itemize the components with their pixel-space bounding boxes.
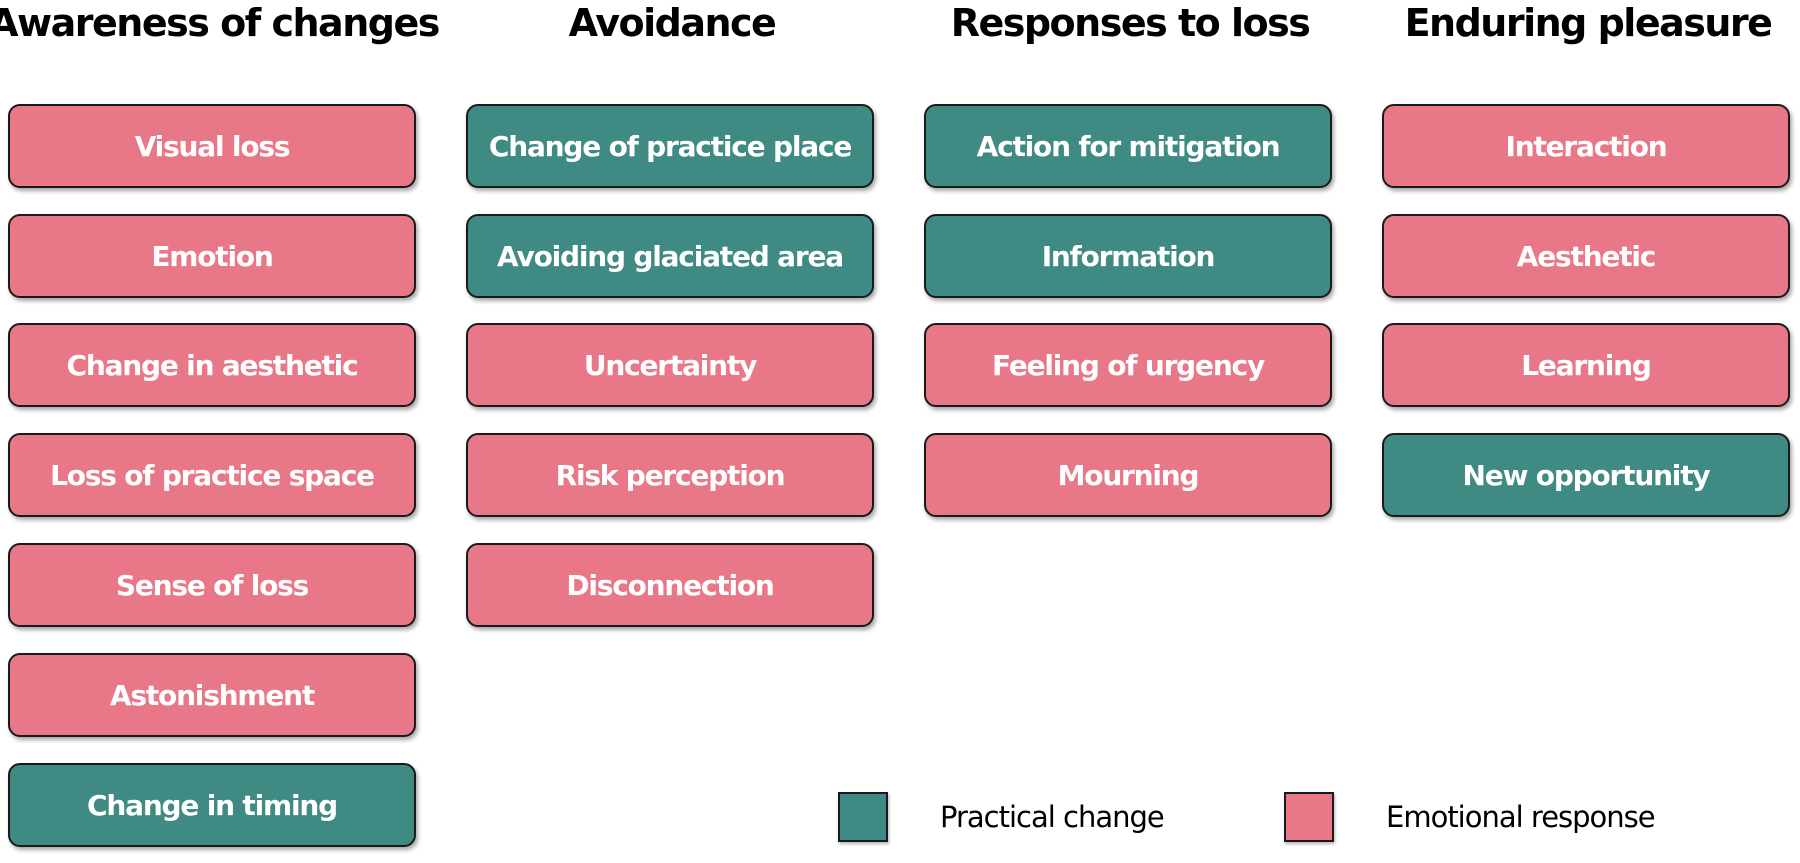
theme-card-label: Mourning xyxy=(1057,458,1200,492)
theme-card: Interaction xyxy=(1382,104,1790,188)
theme-card: Action for mitigation xyxy=(924,104,1332,188)
theme-card: Change in timing xyxy=(8,763,416,847)
theme-card: Emotion xyxy=(8,214,416,298)
theme-card-label: Learning xyxy=(1521,348,1652,382)
theme-card: New opportunity xyxy=(1382,433,1790,517)
theme-card: Learning xyxy=(1382,323,1790,407)
theme-card-label: New opportunity xyxy=(1462,458,1711,492)
theme-card: Risk perception xyxy=(466,433,874,517)
theme-card: Disconnection xyxy=(466,543,874,627)
theme-card: Aesthetic xyxy=(1382,214,1790,298)
theme-card-label: Change in timing xyxy=(87,788,338,822)
theme-card-label: Visual loss xyxy=(134,129,291,163)
theme-card-label: Uncertainty xyxy=(583,348,758,382)
legend-item-emotional-response: Emotional response xyxy=(1284,790,1656,844)
theme-card: Feeling of urgency xyxy=(924,323,1332,407)
theme-card-label: Feeling of urgency xyxy=(991,348,1265,382)
theme-card-label: Action for mitigation xyxy=(976,129,1281,163)
theme-card-label: Avoiding glaciated area xyxy=(497,239,844,273)
theme-card-label: Change of practice place xyxy=(488,129,852,163)
theme-card: Change of practice place xyxy=(466,104,874,188)
column-heading: Responses to loss xyxy=(950,1,1311,45)
legend-swatch-emotional xyxy=(1284,792,1334,842)
column-heading: Avoidance xyxy=(568,1,777,45)
theme-card: Sense of loss xyxy=(8,543,416,627)
theme-card-label: Astonishment xyxy=(109,678,315,712)
column-heading: Awareness of changes xyxy=(0,1,440,45)
theme-card-label: Change in aesthetic xyxy=(66,348,358,382)
legend-swatch-practical xyxy=(838,792,888,842)
theme-card: Change in aesthetic xyxy=(8,323,416,407)
theme-card: Uncertainty xyxy=(466,323,874,407)
theme-card-label: Sense of loss xyxy=(115,568,309,602)
theme-card-label: Loss of practice space xyxy=(50,458,375,492)
theme-card-label: Risk perception xyxy=(555,458,786,492)
theme-card-label: Emotion xyxy=(151,239,273,273)
theme-card: Astonishment xyxy=(8,653,416,737)
theme-card-label: Information xyxy=(1041,239,1216,273)
theme-card-label: Disconnection xyxy=(566,568,775,602)
theme-card: Visual loss xyxy=(8,104,416,188)
theme-card-label: Aesthetic xyxy=(1516,239,1657,273)
theme-card: Information xyxy=(924,214,1332,298)
legend-label-emotional: Emotional response xyxy=(1386,800,1656,834)
legend-label-practical: Practical change xyxy=(940,800,1165,834)
legend-item-practical-change: Practical change xyxy=(838,790,1165,844)
column-heading: Enduring pleasure xyxy=(1404,1,1773,45)
theme-card: Loss of practice space xyxy=(8,433,416,517)
theme-card: Avoiding glaciated area xyxy=(466,214,874,298)
theme-card-label: Interaction xyxy=(1505,129,1668,163)
theme-card: Mourning xyxy=(924,433,1332,517)
